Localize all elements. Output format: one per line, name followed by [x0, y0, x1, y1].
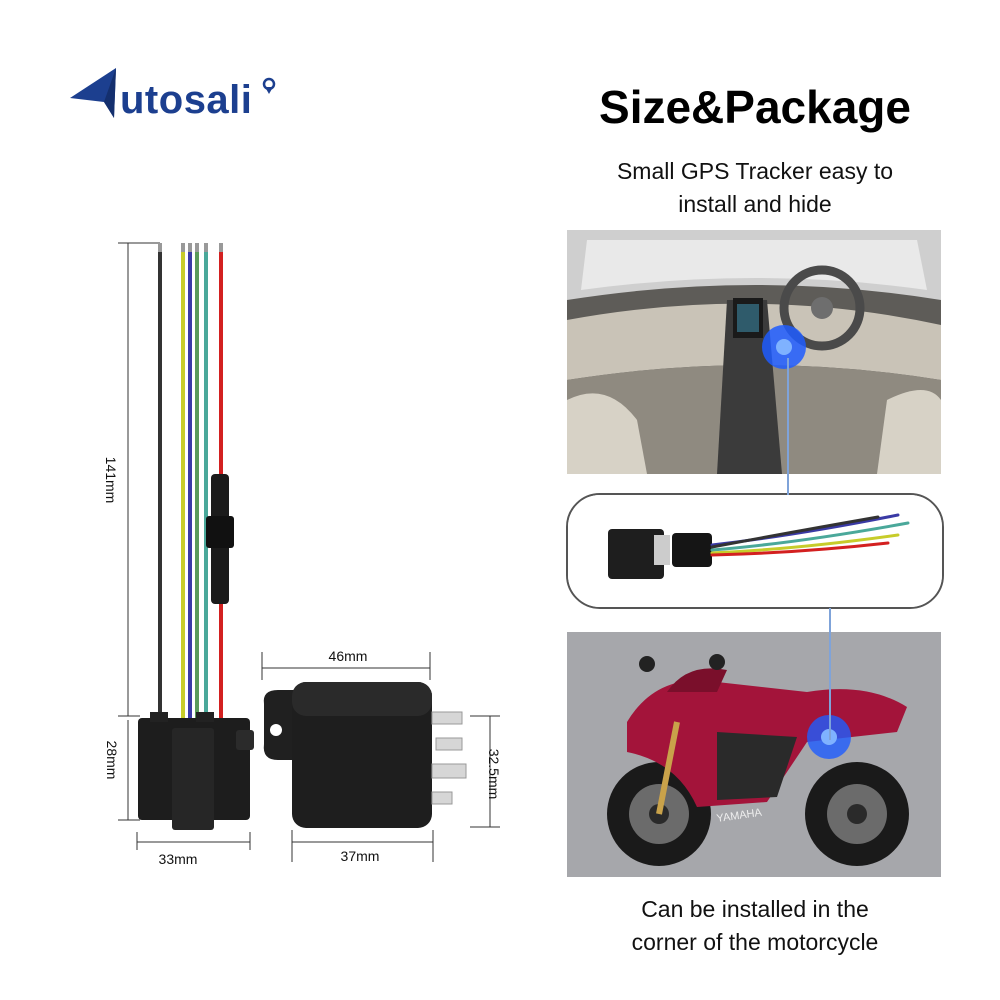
wire-connector	[138, 712, 254, 830]
car-interior-photo	[567, 230, 941, 474]
bottom-caption: Can be installed in the corner of the mo…	[560, 893, 950, 959]
location-pin-icon	[262, 77, 276, 94]
page-title: Size&Package	[599, 81, 911, 133]
bottom-caption-line-2: corner of the motorcycle	[631, 929, 879, 955]
subtitle-line-2: install and hide	[678, 191, 832, 217]
dimension-tracker-length: 37mm	[340, 848, 380, 864]
motorcycle-photo: YAMAHA	[567, 632, 941, 877]
gps-tracker-device	[263, 682, 467, 828]
dimension-lines	[118, 242, 500, 862]
tracker-device-photo	[566, 493, 944, 609]
dimension-tracker-length-with-tab: 46mm	[328, 648, 368, 664]
subtitle-line-1: Small GPS Tracker easy to	[616, 158, 894, 184]
product-dimension-drawing	[118, 242, 500, 862]
arrow-pointer-icon	[70, 68, 116, 118]
brand-logo	[70, 68, 276, 118]
brand-name: utosali	[120, 78, 253, 122]
dimension-tracker-height: 32.5mm	[486, 748, 502, 800]
dimension-harness-length: 141mm	[103, 456, 119, 504]
wire-harness	[158, 243, 234, 732]
relay-pins	[431, 711, 467, 805]
dimension-connector-width: 33mm	[158, 851, 198, 867]
bottom-caption-line-1: Can be installed in the	[641, 896, 869, 922]
subtitle: Small GPS Tracker easy to install and hi…	[560, 155, 950, 221]
dimension-connector-height: 28mm	[104, 740, 120, 780]
